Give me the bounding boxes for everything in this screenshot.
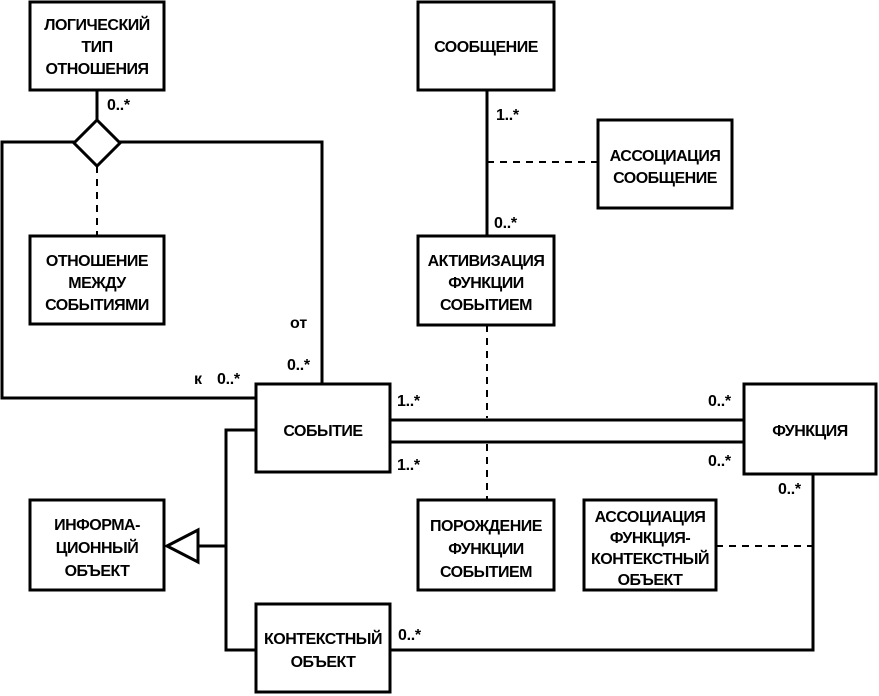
role-label-from: от — [290, 315, 307, 332]
box-text-line: ОБЪЕКТ — [618, 572, 684, 589]
box-text-line: СОБЫТИЕ — [283, 423, 363, 440]
box-text-line: ОБЪЕКТ — [291, 654, 357, 671]
box-logical-relation-type[interactable]: ЛОГИЧЕСКИЙ ТИП ОТНОШЕНИЯ — [28, 0, 166, 92]
box-text-line: КОНТЕКСТНЫЙ — [264, 629, 382, 648]
multiplicity-label: 0..* — [494, 215, 518, 232]
box-text-line: ЛОГИЧЕСКИЙ — [44, 15, 149, 34]
box-text-line: ФУНКЦИЯ — [772, 423, 848, 440]
box-text-line: АССОЦИАЦИЯ — [595, 509, 706, 526]
box-function[interactable]: ФУНКЦИЯ — [742, 382, 878, 476]
box-text-line: ОБЪЕКТ — [65, 563, 131, 580]
multiplicity-label: 0..* — [398, 627, 422, 644]
aggregation-diamond-icon — [71, 117, 123, 169]
box-function-activation[interactable]: АКТИВИЗАЦИЯ ФУНКЦИИ СОБЫТИЕМ — [416, 234, 556, 327]
box-function-context-association[interactable]: АССОЦИАЦИЯ ФУНКЦИЯ- КОНТЕКСТНЫЙ ОБЪЕКТ — [582, 498, 718, 592]
box-text-line: ФУНКЦИИ — [448, 275, 524, 292]
box-text-line: КОНТЕКСТНЫЙ — [591, 549, 709, 568]
box-text-line: СОБЫТИЯМИ — [45, 297, 149, 314]
box-text-line: ЦИОННЫЙ — [56, 538, 138, 557]
box-text-line: СООБЩЕНИЕ — [434, 39, 539, 56]
box-text-line: ФУНКЦИИ — [448, 541, 524, 558]
box-text-line: СООБЩЕНИЕ — [613, 170, 718, 187]
box-text-line: МЕЖДУ — [68, 275, 127, 292]
box-text-line: ИНФОРМА- — [54, 517, 140, 534]
multiplicity-label: 1..* — [496, 107, 520, 124]
multiplicity-label: 0..* — [287, 357, 311, 374]
box-text-line: ТИП — [81, 39, 112, 56]
multiplicity-label: 0..* — [708, 453, 732, 470]
role-label-to: к — [194, 371, 203, 388]
generalization-triangle-icon — [163, 527, 200, 565]
multiplicity-label: 0..* — [217, 371, 241, 388]
box-function-generation[interactable]: ПОРОЖДЕНИЕ ФУНКЦИИ СОБЫТИЕМ — [416, 498, 556, 592]
event-reflexive-left-line — [0, 140, 256, 400]
multiplicity-label: 1..* — [397, 393, 421, 410]
box-text-line: АКТИВИЗАЦИЯ — [428, 253, 545, 270]
box-text-line: ФУНКЦИЯ- — [610, 530, 691, 547]
box-text-line: ПОРОЖДЕНИЕ — [430, 518, 543, 535]
box-text-line: СОБЫТИЕМ — [440, 297, 532, 314]
multiplicity-label: 1..* — [397, 457, 421, 474]
box-message-association[interactable]: АССОЦИАЦИЯ СООБЩЕНИЕ — [596, 118, 734, 210]
box-text-line: ОТНОШЕНИЯ — [45, 61, 148, 78]
multiplicity-label: 0..* — [778, 481, 802, 498]
box-context-object[interactable]: КОНТЕКСТНЫЙ ОБЪЕКТ — [254, 602, 392, 694]
multiplicity-label: 0..* — [107, 97, 131, 114]
event-reflexive-right-line — [118, 140, 324, 384]
box-text-line: ОТНОШЕНИЕ — [46, 253, 149, 270]
generalization-tree-line — [224, 428, 256, 652]
function-context-line — [390, 474, 815, 652]
box-message[interactable]: СООБЩЕНИЕ — [416, 0, 556, 92]
box-event-relation[interactable]: ОТНОШЕНИЕ МЕЖДУ СОБЫТИЯМИ — [28, 234, 166, 326]
box-text-line: АССОЦИАЦИЯ — [610, 148, 721, 165]
multiplicity-label: 0..* — [708, 393, 732, 410]
box-text-line: СОБЫТИЕМ — [440, 564, 532, 581]
box-event[interactable]: СОБЫТИЕ — [254, 382, 392, 474]
box-information-object[interactable]: ИНФОРМА- ЦИОННЫЙ ОБЪЕКТ — [28, 498, 166, 592]
